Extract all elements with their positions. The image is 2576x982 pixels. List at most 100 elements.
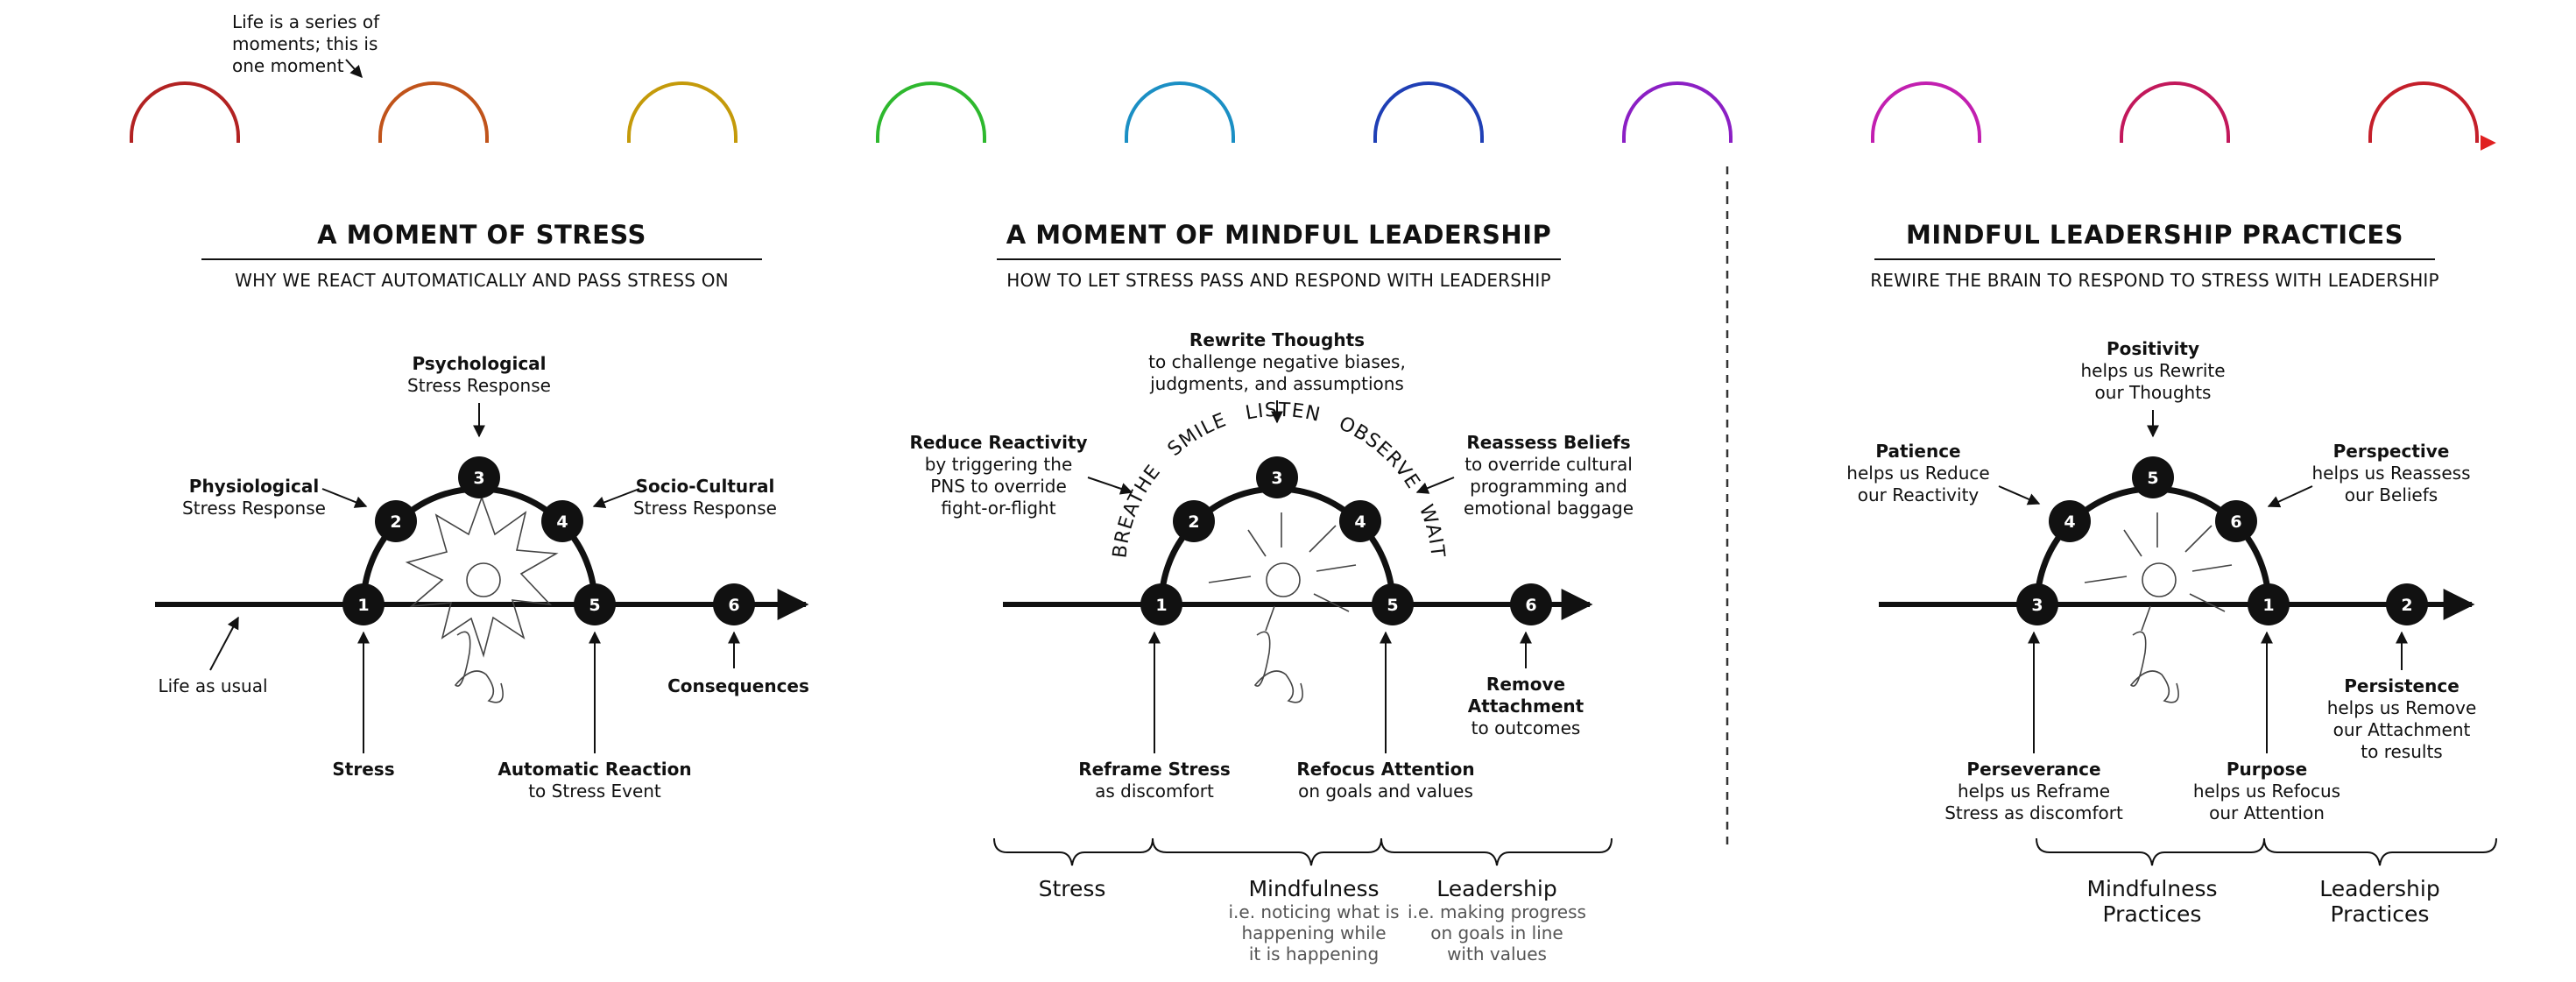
practices-node-1: 1 <box>2248 583 2290 625</box>
practices-persist-3: to results <box>2361 741 2442 762</box>
stress-burst-icon <box>405 495 559 658</box>
practices-persist-bold: Persistence <box>2344 675 2460 696</box>
mindful-mind-desc-1: i.e. noticing what is <box>1229 901 1400 922</box>
stress-title: A MOMENT OF STRESS <box>317 220 646 250</box>
mindful-reassess-1: to override cultural <box>1464 454 1633 475</box>
stress-squiggle-icon <box>454 631 504 703</box>
svg-text:4: 4 <box>2064 512 2075 532</box>
svg-text:3: 3 <box>2031 596 2043 615</box>
mindful-rewrite-2: judgments, and assumptions <box>1149 373 1404 394</box>
svg-text:6: 6 <box>1525 596 1536 615</box>
svg-text:3: 3 <box>473 469 484 488</box>
practices-center-circle <box>2142 562 2177 597</box>
mindful-center-circle <box>1266 562 1301 597</box>
mindful-node-3: 3 <box>1256 456 1298 498</box>
section-mindful-leadership-practices: MINDFUL LEADERSHIP PRACTICES REWIRE THE … <box>1846 220 2497 927</box>
practices-node-5: 5 <box>2132 456 2174 498</box>
mindful-reframe-bold: Reframe Stress <box>1078 759 1231 780</box>
stress-socio-bold: Socio-Cultural <box>636 476 775 497</box>
stress-node-1: 1 <box>342 583 385 625</box>
timeline-moment-10 <box>2368 81 2479 143</box>
timeline-moment-4 <box>876 81 986 143</box>
mindful-brace-lead-label: Leadership <box>1436 876 1556 901</box>
practices-squiggle-icon <box>2129 631 2179 703</box>
mindful-squiggle-icon <box>1253 631 1303 703</box>
stress-auto-reg: to Stress Event <box>528 781 661 802</box>
mindful-mind-desc-2: happening while <box>1241 922 1386 943</box>
mindful-lead-desc-2: on goals in line <box>1430 922 1563 943</box>
mindful-remove-reg: to outcomes <box>1471 717 1581 738</box>
practices-node-6: 6 <box>2215 500 2257 542</box>
practices-title: MINDFUL LEADERSHIP PRACTICES <box>1906 220 2403 250</box>
stress-node-2: 2 <box>375 500 417 542</box>
svg-text:1: 1 <box>357 596 369 615</box>
timeline-moment-3 <box>627 81 738 143</box>
stress-psych-reg: Stress Response <box>407 375 551 396</box>
practices-perspective-arrow <box>2267 485 2313 508</box>
svg-text:5: 5 <box>2147 469 2158 488</box>
practices-persever-bold: Perseverance <box>1966 759 2100 780</box>
svg-text:5: 5 <box>1387 596 1398 615</box>
mindful-node-5: 5 <box>1372 583 1414 625</box>
timeline-moment-1 <box>130 81 240 143</box>
timeline-note-line-1: Life is a series of <box>232 11 380 32</box>
svg-text:1: 1 <box>2262 596 2274 615</box>
stress-node-6: 6 <box>713 583 755 625</box>
stress-physio-reg: Stress Response <box>182 498 326 519</box>
practices-persist-2: our Attachment <box>2333 719 2471 740</box>
svg-text:3: 3 <box>1271 469 1282 488</box>
stress-socio-reg: Stress Response <box>633 498 777 519</box>
stress-stress-label: Stress <box>332 759 394 780</box>
mindful-mind-desc-3: it is happening <box>1249 943 1379 964</box>
timeline-moment-6 <box>1373 81 1484 143</box>
mindful-brace-mindfulness <box>1152 837 1382 866</box>
mindful-node-2: 2 <box>1173 500 1215 542</box>
mindful-rewrite-1: to challenge negative biases, <box>1148 351 1406 372</box>
mindful-reframe-reg: as discomfort <box>1095 781 1214 802</box>
practices-persever-1: helps us Reframe <box>1958 781 2110 802</box>
practices-persever-2: Stress as discomfort <box>1944 802 2123 823</box>
mindful-refocus-reg: on goals and values <box>1298 781 1473 802</box>
stress-cons-label: Consequences <box>667 675 809 696</box>
mindful-rewrite-bold: Rewrite Thoughts <box>1189 329 1365 350</box>
stress-subtitle: WHY WE REACT AUTOMATICALLY AND PASS STRE… <box>235 270 729 291</box>
svg-text:2: 2 <box>2401 596 2412 615</box>
stress-physio-bold: Physiological <box>189 476 319 497</box>
timeline-moment-9 <box>2120 81 2230 143</box>
timeline-moment-7 <box>1622 81 1733 143</box>
mindful-reassess-arrow <box>1415 477 1455 494</box>
svg-text:6: 6 <box>728 596 739 615</box>
mindful-reassess-3: emotional baggage <box>1464 498 1634 519</box>
practices-perspective-2: our Beliefs <box>2345 484 2438 505</box>
practices-subtitle: REWIRE THE BRAIN TO RESPOND TO STRESS WI… <box>1870 270 2439 291</box>
mindful-node-1: 1 <box>1140 583 1182 625</box>
mindful-lead-desc-3: with values <box>1447 943 1547 964</box>
stress-life-arrow <box>209 616 239 671</box>
stress-socio-arrow <box>592 488 640 509</box>
svg-text:5: 5 <box>589 596 600 615</box>
practices-purpose-2: our Attention <box>2209 802 2325 823</box>
practices-node-2: 2 <box>2386 583 2428 625</box>
mindful-lead-desc-1: i.e. making progress <box>1408 901 1586 922</box>
practices-brace-lead-1: Leadership <box>2319 876 2439 901</box>
practices-brace-leadership <box>2263 837 2497 866</box>
timeline-note-arrow <box>345 59 363 79</box>
mindful-calm-rays <box>1208 512 1357 632</box>
practices-patience-arrow <box>1998 485 2041 505</box>
timeline-moments <box>130 81 2479 143</box>
practices-perspective-bold: Perspective <box>2333 441 2450 462</box>
section-moment-of-stress: A MOMENT OF STRESS WHY WE REACT AUTOMATI… <box>155 220 809 802</box>
svg-text:2: 2 <box>390 512 401 532</box>
mindful-node-4: 4 <box>1339 500 1381 542</box>
stress-node-5: 5 <box>574 583 616 625</box>
practices-perspective-1: helps us Reassess <box>2311 463 2470 484</box>
practices-brace-mind-1: Mindfulness <box>2086 876 2217 901</box>
mindful-subtitle: HOW TO LET STRESS PASS AND RESPOND WITH … <box>1006 270 1551 291</box>
mindful-node-6: 6 <box>1510 583 1552 625</box>
stress-psych-bold: Psychological <box>412 353 546 374</box>
mindful-remove-bold-2: Attachment <box>1468 696 1584 717</box>
practices-positivity-2: our Thoughts <box>2095 382 2212 403</box>
practices-persist-1: helps us Remove <box>2327 697 2477 718</box>
mindful-remove-bold-1: Remove <box>1486 674 1565 695</box>
